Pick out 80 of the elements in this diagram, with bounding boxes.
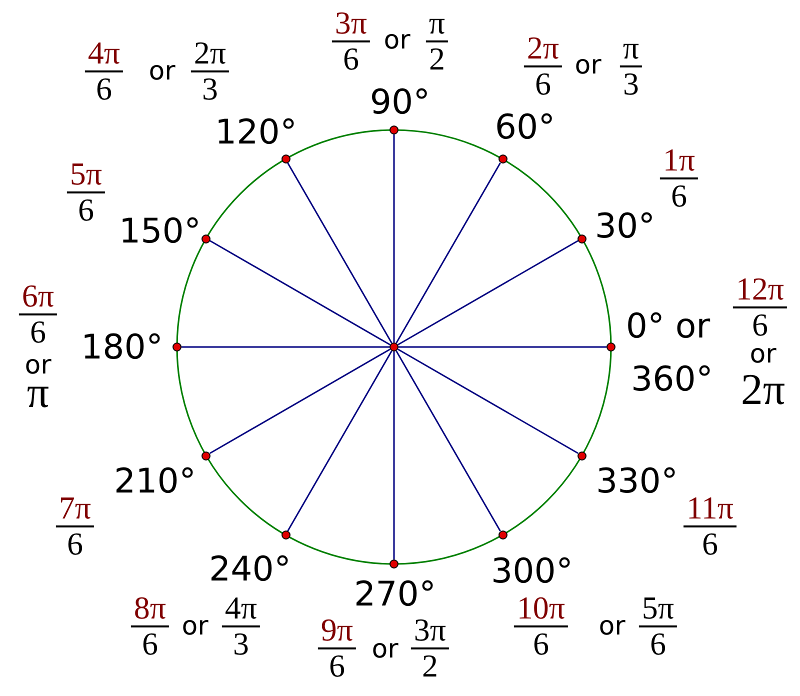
fraction-denominator: 3 (232, 627, 250, 661)
fraction-denominator: 6 (701, 527, 719, 561)
word-label: or (148, 58, 176, 86)
degree-label: 360° (631, 361, 713, 399)
radius-line (182, 346, 390, 348)
point-dot (498, 154, 507, 164)
fraction-numerator: 6π (18, 279, 58, 315)
point-dot (202, 234, 211, 243)
degree-label: 30° (594, 208, 656, 246)
fraction-denominator: 6 (670, 179, 688, 213)
fraction-numerator: 3π (410, 613, 450, 649)
fraction-denominator: 6 (66, 527, 84, 561)
degree-label: 120° (215, 114, 297, 152)
point-dot (577, 451, 586, 460)
point-dot (577, 234, 586, 243)
radius-line (398, 240, 578, 346)
fraction-denominator: 6 (751, 308, 769, 342)
radius-line (398, 348, 578, 454)
point-dot (281, 154, 290, 164)
fraction-numerator: 5π (638, 591, 678, 627)
fraction-numerator: 12π (732, 272, 788, 308)
fraction-numerator: 1π (660, 143, 698, 179)
fraction-denominator: 6 (77, 193, 95, 227)
fraction-denominator: 3 (201, 72, 219, 106)
degree-label: 0° or (626, 308, 710, 346)
degree-label: 210° (114, 463, 196, 501)
fraction-denominator: 6 (95, 72, 113, 106)
radius-line (287, 350, 392, 532)
point-dot (390, 126, 398, 134)
degree-label: 90° (370, 84, 430, 122)
word-label: or (372, 636, 398, 664)
degree-label: 270° (354, 576, 436, 614)
fraction-denominator: 2 (421, 649, 439, 683)
word-label: or (598, 612, 626, 642)
degree-label: 60° (494, 109, 556, 147)
degree-label: 330° (596, 463, 678, 501)
fraction-numerator: 3π (332, 6, 370, 42)
degree-label: 300° (491, 553, 573, 591)
radius-line (396, 162, 501, 344)
fraction-denominator: 3 (622, 67, 640, 101)
degree-label: 240° (209, 551, 291, 589)
fraction-numerator: 7π (56, 491, 94, 527)
fraction-denominator: 6 (532, 627, 550, 661)
fraction-numerator: 8π (130, 591, 170, 627)
radius-line (210, 348, 390, 454)
fraction-numerator: 4π (222, 591, 260, 627)
fraction-numerator: 2π (524, 31, 562, 67)
fraction-numerator: 4π (84, 36, 124, 72)
fraction-denominator: 6 (342, 42, 360, 76)
fraction-denominator: 6 (649, 627, 667, 661)
point-dot (281, 530, 290, 540)
word-label: or (574, 52, 602, 80)
fraction-numerator: 9π (318, 613, 356, 649)
fraction-numerator: π (620, 31, 642, 67)
fraction-numerator: 11π (684, 491, 736, 527)
fraction-numerator: 2π (190, 36, 230, 72)
fraction-numerator: 10π (514, 591, 568, 627)
radius-line (393, 134, 395, 342)
fraction-denominator: 2 (428, 42, 446, 76)
degree-label: 150° (119, 213, 201, 251)
radius-line (287, 162, 392, 344)
radius-line (398, 346, 606, 348)
fraction-denominator: 6 (141, 627, 159, 661)
radius-line (393, 352, 395, 560)
point-dot (606, 342, 616, 352)
word-label: or (384, 26, 410, 56)
fraction-denominator: 6 (328, 649, 346, 683)
point-dot (498, 530, 507, 540)
point-dot (202, 451, 211, 460)
fraction-denominator: 6 (534, 67, 552, 101)
radius-line (210, 240, 390, 346)
point-dot (390, 342, 398, 352)
word-label: or (182, 612, 208, 642)
radius-line (396, 350, 501, 532)
point-dot (172, 342, 182, 352)
degree-label: 180° (81, 329, 163, 367)
fraction-denominator: 6 (29, 315, 47, 349)
fraction-numerator: 5π (66, 157, 106, 193)
point-dot (390, 560, 398, 568)
fraction-numerator: π (426, 6, 448, 42)
